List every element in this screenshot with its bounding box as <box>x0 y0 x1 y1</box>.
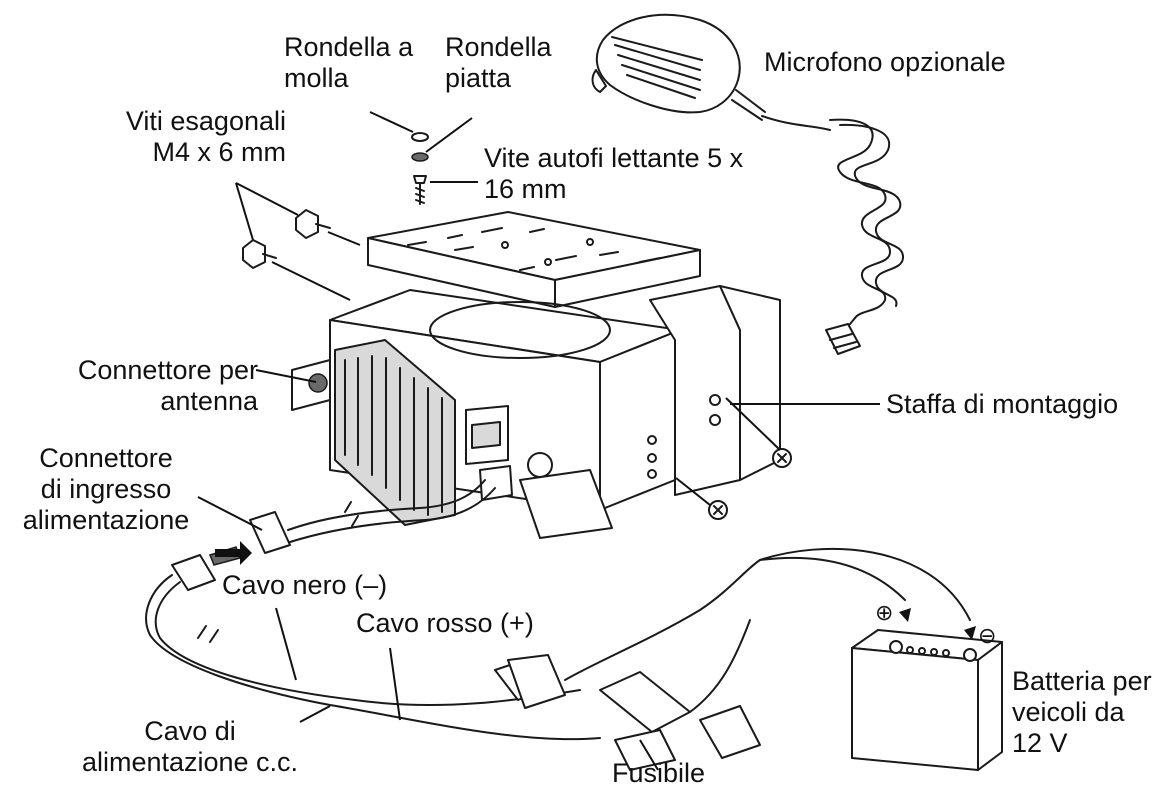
label-line: Staffa di montaggio <box>886 389 1119 419</box>
label-line: Cavo rosso (+) <box>356 608 534 638</box>
label-line: molla <box>284 63 349 93</box>
label-battery: Batteria per veicoli da 12 V <box>1012 666 1152 759</box>
label-self-tapping-screw: Vite autofi lettante 5 x 16 mm <box>484 143 743 205</box>
leader-lines <box>197 111 880 771</box>
label-line: Connettore <box>39 443 173 473</box>
label-line: Rondella a <box>284 32 414 62</box>
battery-drawing <box>851 629 1003 771</box>
label-line: alimentazione <box>22 505 190 535</box>
label-mounting-bracket: Staffa di montaggio <box>886 389 1118 420</box>
label-line: Cavo di <box>144 716 236 746</box>
microphone-drawing <box>591 13 905 355</box>
battery-minus-icon: ⊖ <box>978 620 996 651</box>
label-line: Viti esagonali <box>125 106 286 136</box>
label-red-cable: Cavo rosso (+) <box>356 608 534 639</box>
label-line: antenna <box>160 386 258 416</box>
label-line: Vite autofi lettante 5 x <box>484 143 744 173</box>
label-line: Rondella <box>445 32 552 62</box>
label-line: 16 mm <box>484 174 567 204</box>
label-line: Batteria per <box>1012 666 1152 696</box>
battery-plus-icon: ⊕ <box>875 597 893 628</box>
label-line: M4 x 6 mm <box>152 137 286 167</box>
label-line: Microfono opzionale <box>764 47 1006 77</box>
label-dc-power-cable: Cavo di alimentazione c.c. <box>50 716 330 778</box>
label-line: Connettore per <box>77 355 258 385</box>
bracket-drawing <box>367 211 701 308</box>
hardware-drawing <box>242 132 792 520</box>
label-line: veicoli da <box>1012 697 1125 727</box>
label-line: di ingresso <box>40 474 172 504</box>
minus-sign: ⊖ <box>978 623 997 648</box>
label-black-cable: Cavo nero (–) <box>222 570 387 601</box>
label-line: Fusibile <box>612 758 706 788</box>
label-line: 12 V <box>1012 728 1068 758</box>
label-line: alimentazione c.c. <box>81 747 299 777</box>
plus-sign: ⊕ <box>875 600 894 625</box>
label-line: piatta <box>445 63 512 93</box>
label-line: Cavo nero (–) <box>222 570 388 600</box>
label-microphone: Microfono opzionale <box>764 47 1006 78</box>
label-fuse: Fusibile <box>612 758 705 789</box>
label-spring-washer: Rondella a molla <box>284 32 413 94</box>
radio-drawing <box>291 285 781 539</box>
label-flat-washer: Rondella piatta <box>445 32 552 94</box>
label-antenna-connector: Connettore per antenna <box>50 355 258 417</box>
label-hex-screws: Viti esagonali M4 x 6 mm <box>94 106 286 168</box>
label-power-input-connector: Connettore di ingresso alimentazione <box>6 443 206 536</box>
